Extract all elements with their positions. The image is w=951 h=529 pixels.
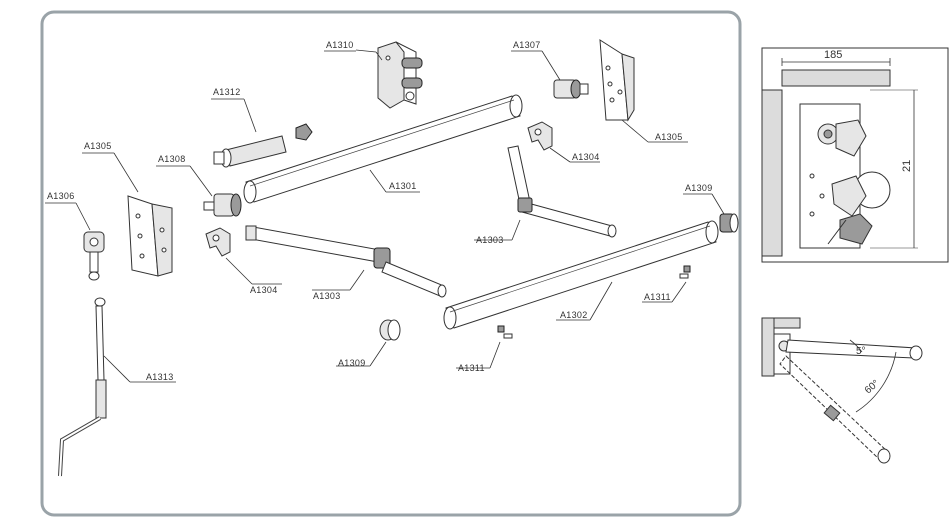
clamp-a1304-right xyxy=(527,121,553,151)
label-a1307: A1307 xyxy=(513,40,541,50)
label-a1303-right: A1303 xyxy=(476,235,504,245)
endcap-a1307 xyxy=(553,79,589,99)
label-a1311-bottom: A1311 xyxy=(458,363,485,373)
endplug-a1308 xyxy=(203,193,242,217)
label-a1306: A1306 xyxy=(47,191,75,201)
gearbox-a1306 xyxy=(83,231,105,281)
front-bar-a1302 xyxy=(443,220,719,330)
label-a1302: A1302 xyxy=(560,310,588,320)
clamp-a1304-left xyxy=(205,227,231,257)
tube-a1312 xyxy=(213,123,313,168)
roller-tube-a1301 xyxy=(243,94,523,204)
dimension-height: 21 xyxy=(901,160,913,172)
label-a1312: A1312 xyxy=(213,87,241,97)
main-diagram-frame xyxy=(40,10,742,517)
angle-small: 5° xyxy=(856,346,866,357)
endcap-a1309-right xyxy=(719,213,739,233)
screws-a1311-right xyxy=(679,265,691,279)
label-a1309-bottom: A1309 xyxy=(338,358,366,368)
label-a1304-left: A1304 xyxy=(250,285,278,295)
label-a1301: A1301 xyxy=(389,181,417,191)
side-view-detail-top xyxy=(761,47,949,263)
arm-a1303-left xyxy=(245,225,447,298)
label-a1308: A1308 xyxy=(158,154,186,164)
wall-bracket-a1305-top xyxy=(599,39,635,122)
side-view-detail-bottom xyxy=(761,317,923,464)
label-a1303-left: A1303 xyxy=(313,291,341,301)
label-a1310: A1310 xyxy=(326,40,354,50)
label-a1313: A1313 xyxy=(146,372,174,382)
label-a1309-right: A1309 xyxy=(685,183,713,193)
wall-bracket-a1305-left xyxy=(127,195,173,277)
dimension-width: 185 xyxy=(824,49,842,61)
label-a1311-right: A1311 xyxy=(644,292,671,302)
screws-a1311-bottom xyxy=(497,325,513,339)
label-a1304-right: A1304 xyxy=(572,152,600,162)
label-a1305-top: A1305 xyxy=(655,132,683,142)
angle-large: 60° xyxy=(863,378,882,396)
crank-handle-a1313 xyxy=(58,297,107,477)
bracket-a1310 xyxy=(377,41,423,109)
endcap-a1309-bottom xyxy=(379,319,401,341)
arm-a1303-right xyxy=(507,145,617,238)
label-a1305-left: A1305 xyxy=(84,141,112,151)
